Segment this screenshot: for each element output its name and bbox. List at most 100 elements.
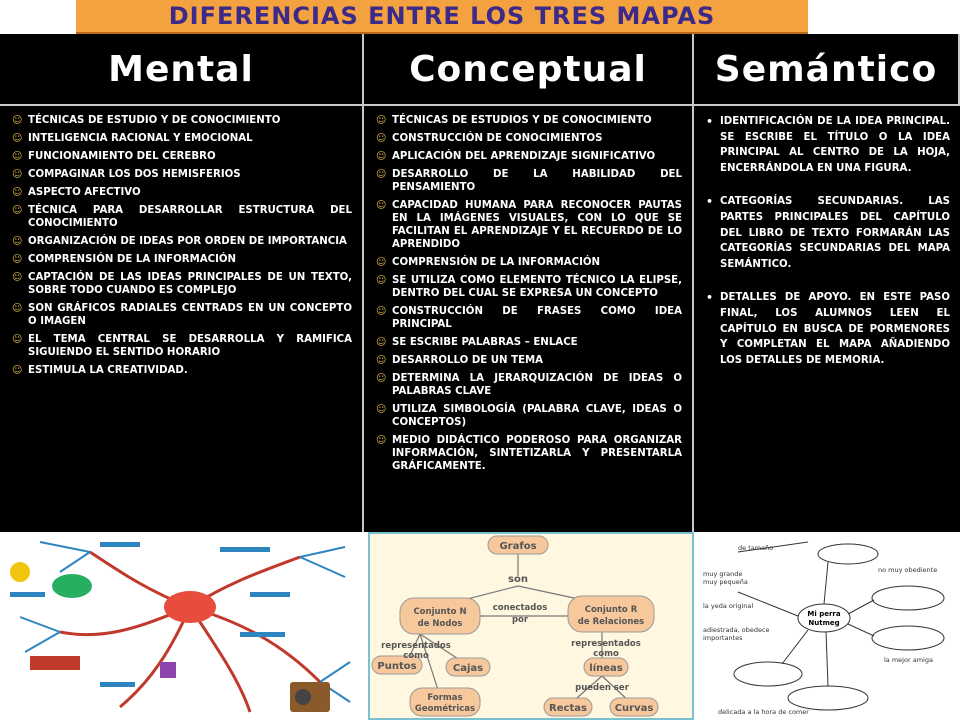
cm-node-rectas: Rectas	[549, 703, 587, 714]
list-item-text: ESTIMULA LA CREATIVIDAD.	[28, 365, 188, 376]
bullet-icon: ☺	[12, 151, 23, 162]
list-item-text: CONSTRUCCIÓN DE CONOCIMIENTOS	[392, 133, 603, 144]
list-item: ☺TÉCNICA PARA DESARROLLAR ESTRUCTURA DEL…	[12, 204, 352, 230]
bullet-icon: •	[706, 195, 714, 209]
bullet-icon: ☺	[376, 257, 387, 268]
conceptual-list: ☺TÉCNICAS DE ESTUDIOS Y DE CONOCIMIENTO☺…	[376, 114, 682, 473]
list-item-text: SON GRÁFICOS RADIALES CENTRADS EN UN CON…	[28, 303, 352, 327]
list-item: ☺DETERMINA LA JERARQUIZACIÓN DE IDEAS O …	[376, 372, 682, 398]
bullet-icon: ☺	[12, 115, 23, 126]
bullet-icon: ☺	[376, 355, 387, 366]
cm-node-curvas: Curvas	[615, 703, 654, 714]
list-item-text: SE ESCRIBE PALABRAS – ENLACE	[392, 337, 578, 348]
slide-title-banner: DIFERENCIAS ENTRE LOS TRES MAPAS	[76, 0, 808, 34]
list-item-text: DETERMINA LA JERARQUIZACIÓN DE IDEAS O P…	[392, 373, 682, 397]
list-item: • CATEGORÍAS SECUNDARIAS. LAS PARTES PRIN…	[706, 194, 950, 272]
slide-title: DIFERENCIAS ENTRE LOS TRES MAPAS	[168, 2, 716, 30]
list-item: ☺APLICACIÓN DEL APRENDIZAJE SIGNIFICATIV…	[376, 150, 682, 163]
list-item: ☺ COMPRENSIÓN DE LA INFORMACIÓN	[376, 256, 682, 269]
mind-map-image	[0, 532, 364, 720]
bullet-icon: ☺	[376, 169, 387, 180]
list-item-text: CAPTACIÓN DE LAS IDEAS PRINCIPALES DE UN…	[28, 272, 352, 296]
svg-text:Nutmeg: Nutmeg	[808, 619, 839, 627]
svg-text:conectados: conectados	[493, 603, 548, 613]
bullet-icon: ☺	[12, 187, 23, 198]
list-item: ☺UTILIZA SIMBOLOGÍA (PALABRA CLAVE, IDEA…	[376, 403, 682, 429]
list-item: ☺ DESARROLLO DE UN TEMA	[376, 354, 682, 367]
svg-text:Formas: Formas	[427, 693, 462, 703]
svg-text:de Nodos: de Nodos	[418, 619, 463, 629]
list-item-text: APLICACIÓN DEL APRENDIZAJE SIGNIFICATIVO	[392, 151, 656, 162]
mental-list: ☺ TÉCNICAS DE ESTUDIO Y DE CONOCIMIENTO ☺ I…	[12, 114, 352, 377]
list-item-text: DESARROLLO DE UN TEMA	[392, 355, 544, 366]
bullet-icon: ☺	[12, 272, 23, 283]
list-item-text: TÉCNICAS DE ESTUDIO Y DE CONOCIMIENTO	[28, 115, 281, 126]
list-item: ☺ CONSTRUCCIÓN DE FRASES COMO IDEA PRINCI…	[376, 305, 682, 331]
svg-text:Geométricas: Geométricas	[415, 703, 475, 714]
bullet-icon: ☺	[376, 337, 387, 348]
list-item-text: COMPRENSIÓN DE LA INFORMACIÓN	[392, 257, 601, 268]
bullet-icon: ☺	[376, 404, 387, 415]
comparison-table: Mental Conceptual Semántico ☺TÉCNICAS DE…	[0, 34, 960, 532]
bullet-icon: ☺	[376, 306, 387, 317]
bullet-icon: •	[706, 291, 714, 305]
svg-text:la mejor amiga: la mejor amiga	[884, 656, 933, 664]
svg-text:como: como	[593, 649, 619, 659]
bullet-icon: ☺	[12, 205, 23, 216]
list-item: ☺FUNCIONAMIENTO DEL CEREBRO	[12, 150, 352, 163]
list-item: ☺ MEDIO DIDÁCTICO PODEROSO PARA ORGANIZAR…	[376, 434, 682, 473]
list-item: ☺ SON GRÁFICOS RADIALES CENTRADS EN UN CO…	[12, 302, 352, 328]
mental-column: ☺ TÉCNICAS DE ESTUDIO Y DE CONOCIMIENTO ☺ I…	[0, 106, 364, 532]
list-item-text: ORGANIZACIÓN DE IDEAS POR ORDEN DE IMPOR…	[28, 236, 347, 247]
list-item-text: CONSTRUCCIÓN DE FRASES COMO IDEA PRINCIP…	[392, 306, 682, 330]
list-item-text: DETALLES DE APOYO. EN ESTE PASO FINAL, L…	[720, 292, 950, 366]
bullet-icon: ☺	[12, 169, 23, 180]
cm-link-pueden: pueden ser	[575, 683, 630, 693]
bullet-icon: ☺	[12, 303, 23, 314]
concept-map-illustration: Grafos son Conjunto N de Nodos Conjunto …	[371, 535, 659, 717]
svg-text:por: por	[512, 615, 529, 625]
list-item: ☺CONSTRUCCIÓN DE CONOCIMIENTOS	[376, 132, 682, 145]
bullet-icon: ☺	[376, 115, 387, 126]
list-item-text: CAPACIDAD HUMANA PARA RECONOCER PAUTAS E…	[392, 200, 682, 250]
semantico-list: •IDENTIFICACIÓN DE LA IDEA PRINCIPAL. SE…	[706, 114, 950, 368]
bullet-icon: ☺	[12, 334, 23, 345]
list-item: ☺SE UTILIZA COMO ELEMENTO TÉCNICO LA ELI…	[376, 274, 682, 300]
list-item-text: SE UTILIZA COMO ELEMENTO TÉCNICO LA ELIP…	[392, 275, 682, 299]
list-item: ☺ ASPECTO AFECTIVO	[12, 186, 352, 199]
svg-text:Conjunto R: Conjunto R	[585, 605, 638, 615]
semantic-map-image: de tamaño muy grande muy pequeña la yeda…	[698, 532, 960, 720]
list-item: ☺TÉCNICAS DE ESTUDIOS Y DE CONOCIMIENTO	[376, 114, 682, 127]
list-item-text: INTELIGENCIA RACIONAL Y EMOCIONAL	[28, 133, 253, 144]
bullet-icon: ☺	[376, 435, 387, 446]
list-item: • DETALLES DE APOYO. EN ESTE PASO FINAL, …	[706, 290, 950, 368]
example-images-row: Grafos son Conjunto N de Nodos Conjunto …	[0, 532, 960, 720]
list-item: ☺EL TEMA CENTRAL SE DESARROLLA Y RAMIFIC…	[12, 333, 352, 359]
list-item: ☺ CAPTACIÓN DE LAS IDEAS PRINCIPALES DE U…	[12, 271, 352, 297]
header-conceptual: Conceptual	[364, 34, 694, 106]
list-item: ☺ COMPAGINAR LOS DOS HEMISFERIOS	[12, 168, 352, 181]
svg-text:Conjunto N: Conjunto N	[413, 607, 466, 617]
header-mental-label: Mental	[108, 48, 254, 90]
list-item-text: ASPECTO AFECTIVO	[28, 187, 141, 198]
bullet-icon: ☺	[12, 133, 23, 144]
cm-node-puntos: Puntos	[377, 661, 416, 672]
list-item: ☺DESARROLLO DE LA HABILIDAD DEL PENSAMIE…	[376, 168, 682, 194]
list-item: ☺ SE ESCRIBE PALABRAS – ENLACE	[376, 336, 682, 349]
cm-link-son: son	[508, 574, 528, 585]
svg-text:de tamaño: de tamaño	[738, 544, 773, 552]
list-item: ☺ TÉCNICAS DE ESTUDIO Y DE CONOCIMIENTO	[12, 114, 352, 127]
list-item-text: CATEGORÍAS SECUNDARIAS. LAS PARTES PRINC…	[720, 196, 950, 270]
svg-text:no muy obediente: no muy obediente	[878, 566, 937, 574]
svg-text:delicada a la hora de comer: delicada a la hora de comer	[718, 708, 809, 716]
bullet-icon: ☺	[12, 365, 23, 376]
list-item-text: MEDIO DIDÁCTICO PODEROSO PARA ORGANIZAR …	[392, 435, 682, 472]
list-item: ☺ORGANIZACIÓN DE IDEAS POR ORDEN DE IMPO…	[12, 235, 352, 248]
svg-text:importantes: importantes	[703, 634, 743, 642]
svg-text:la yeda original: la yeda original	[703, 602, 753, 610]
semantic-map-illustration: de tamaño muy grande muy pequeña la yeda…	[703, 541, 945, 716]
list-item: ☺CAPACIDAD HUMANA PARA RECONOCER PAUTAS …	[376, 199, 682, 251]
list-item-text: COMPAGINAR LOS DOS HEMISFERIOS	[28, 169, 241, 180]
list-item: ☺ ESTIMULA LA CREATIVIDAD.	[12, 364, 352, 377]
bullet-icon: •	[706, 115, 714, 128]
